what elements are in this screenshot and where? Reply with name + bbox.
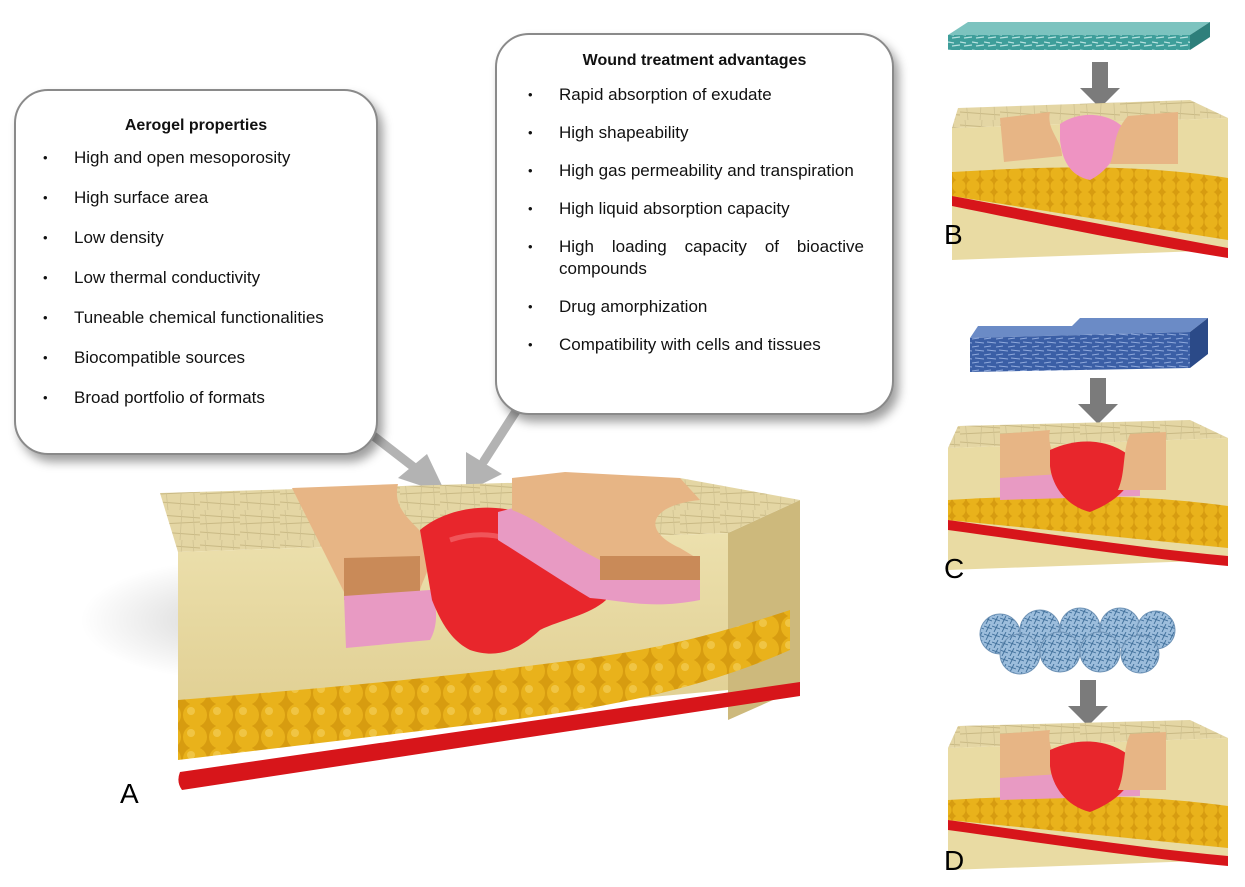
blood-vessel-layer (178, 682, 800, 790)
wound-c (1050, 441, 1133, 512)
epidermis-b-left (1000, 112, 1062, 162)
aerogel-sheet-side (1190, 22, 1210, 50)
list-item: High and open mesoporosity (43, 147, 364, 169)
wound-advantages-callout: Wound treatment advantages Rapid absorpt… (495, 33, 894, 415)
list-item: Tuneable chemical functionalities (43, 307, 364, 329)
vessel-b (952, 196, 1228, 258)
aerogel-sheet-top (948, 22, 1210, 35)
list-item: High loading capacity of bioactive compo… (528, 236, 864, 280)
bead (1079, 631, 1121, 673)
bead (1120, 634, 1160, 674)
panel-a-skin-block (80, 472, 800, 790)
list-item: High shapeability (528, 122, 864, 144)
callout-arrow-right (479, 400, 525, 466)
dermis-left (344, 590, 437, 648)
panel-label-c: C (944, 553, 964, 584)
vessel-d (948, 820, 1228, 866)
list-item: High gas permeability and transpiration (528, 160, 864, 182)
aerogel-properties-title: Aerogel properties (124, 117, 268, 134)
list-item: Low thermal conductivity (43, 267, 364, 289)
list-item: High surface area (43, 187, 364, 209)
fat-b (952, 167, 1228, 240)
fat-layer (178, 610, 790, 760)
wound-b (1060, 114, 1126, 180)
epidermis-b-right (1110, 112, 1178, 164)
aerogel-properties-list: High and open mesoporosity High surface … (43, 147, 364, 409)
aerogel-sheet-front (948, 35, 1190, 50)
aerogel-block-front (970, 332, 1190, 372)
wound-advantages-title: Wound treatment advantages (582, 52, 807, 69)
epidermis-d-right (1118, 732, 1166, 790)
bead (1039, 631, 1081, 673)
epidermis-right-front (600, 556, 700, 580)
aerogel-properties-callout: Aerogel properties High and open mesopor… (14, 89, 378, 455)
epidermis-left-front (344, 556, 420, 600)
aerogel-block-side (1190, 318, 1208, 368)
push-arrow-c (1078, 378, 1118, 424)
vessel-c (948, 520, 1228, 566)
aerogel-beads (979, 607, 1176, 675)
push-arrow-b (1080, 62, 1120, 108)
epidermis-c-left (1000, 430, 1060, 478)
panel-label-b: B (944, 219, 963, 250)
list-item: Low density (43, 227, 364, 249)
callout-arrow-left-head (398, 454, 446, 494)
list-item: Compatibility with cells and tissues (528, 334, 864, 356)
epidermis-right-top (512, 472, 700, 560)
list-item: Biocompatible sources (43, 347, 364, 369)
callout-arrow-right-head (466, 452, 502, 492)
list-item: Drug amorphization (528, 296, 864, 318)
panel-b (948, 22, 1228, 260)
bead (999, 633, 1041, 675)
panel-c (948, 318, 1228, 570)
epidermis-d-left (1000, 730, 1060, 778)
aerogel-block-top (970, 318, 1208, 338)
push-arrow-d (1068, 680, 1108, 726)
panel-d (948, 607, 1228, 870)
panel-label-a: A (120, 778, 139, 809)
wound-d (1050, 741, 1133, 812)
epidermis-c-right (1118, 432, 1166, 490)
list-item: Rapid absorption of exudate (528, 84, 864, 106)
panel-label-d: D (944, 845, 964, 876)
fat-c (948, 496, 1228, 548)
list-item: Broad portfolio of formats (43, 387, 364, 409)
fat-d (948, 796, 1228, 848)
list-item: High liquid absorption capacity (528, 198, 864, 220)
wound-advantages-list: Rapid absorption of exudate High shapeab… (528, 84, 864, 356)
